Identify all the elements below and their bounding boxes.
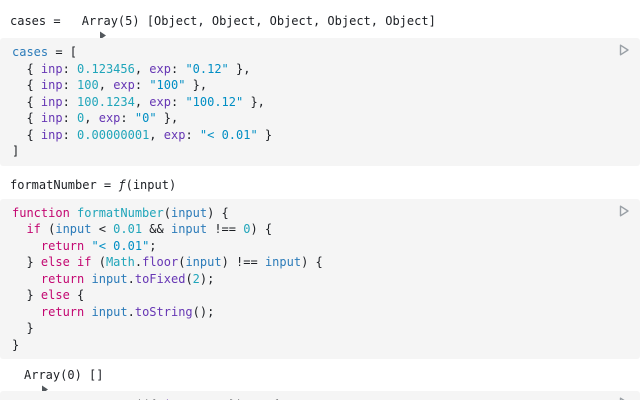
output-line-anonymous: Array(0) []	[10, 368, 630, 393]
output-line-cases: cases = Array(5) [Object, Object, Object…	[10, 14, 630, 39]
output-name-cases: cases =	[10, 14, 68, 28]
output-line-formatnumber: formatNumber = ƒ (input)	[10, 178, 630, 192]
play-icon	[619, 205, 629, 216]
play-icon	[619, 397, 625, 400]
code-cell-cases: cases = [ { inp: 0.123456, exp: "0.12" }…	[0, 38, 640, 166]
code-editor-cases[interactable]: cases = [ { inp: 0.123456, exp: "0.12" }…	[12, 45, 273, 158]
run-cell-button[interactable]	[616, 203, 632, 219]
output-preview-anonymous: Array(0) []	[24, 368, 104, 382]
code-editor-bottom[interactable]: tests = cases.map(({ inp, exp }) => {	[0, 391, 640, 400]
code-cell-formatnumber: function formatNumber(input) { if (input…	[0, 198, 640, 359]
code-editor-formatnumber[interactable]: function formatNumber(input) { if (input…	[12, 205, 323, 352]
output-preview-cases: Array(5) [Object, Object, Object, Object…	[81, 14, 436, 28]
expand-caret-icon[interactable]	[10, 370, 48, 393]
output-args-formatnumber: (input)	[125, 177, 177, 192]
output-name-formatnumber: formatNumber =	[10, 177, 119, 192]
play-icon	[619, 44, 629, 56]
run-cell-button[interactable]	[616, 42, 632, 58]
run-cell-button[interactable]	[616, 395, 632, 400]
expand-caret-icon[interactable]	[68, 16, 106, 39]
code-cell-bottom-partial: tests = cases.map(({ inp, exp }) => {	[0, 391, 640, 400]
function-glyph: ƒ	[118, 177, 126, 192]
